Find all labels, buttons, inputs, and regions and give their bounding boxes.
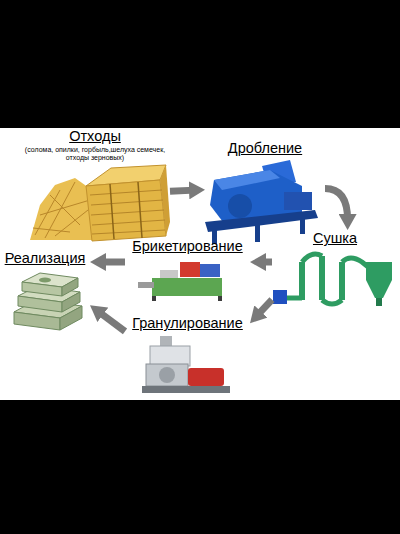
crusher-rotor — [228, 194, 252, 218]
dryer-fan — [273, 290, 287, 304]
press-base — [152, 278, 222, 296]
press-leg — [218, 296, 222, 301]
mill-base — [142, 386, 230, 393]
process-step: Сушка — [272, 230, 398, 310]
process-step: Реализация — [0, 250, 90, 335]
crusher-top — [214, 170, 280, 190]
step-note: (солома, опилки, горбыль,шелуха семечек,… — [20, 146, 170, 162]
step-label: Гранулирование — [125, 315, 250, 332]
bill-stack — [14, 312, 60, 330]
straw — [90, 190, 162, 195]
straw — [55, 210, 88, 236]
pellet-mill — [142, 336, 230, 393]
press-motor — [180, 262, 200, 277]
step-label: Дробление — [205, 140, 325, 157]
straw-lines — [33, 182, 90, 238]
press-motor — [200, 264, 220, 277]
process-step: Отходы(солома, опилки, горбыль,шелуха се… — [20, 128, 170, 243]
bale-front — [86, 180, 166, 241]
flow-arrow — [170, 190, 195, 191]
bill-stack — [62, 278, 78, 296]
briquetting-press — [138, 262, 222, 301]
flow-arrow — [257, 300, 272, 316]
flow-arrow — [100, 258, 125, 265]
bill-stack — [22, 282, 62, 296]
cyclone — [366, 262, 392, 298]
bale-texture — [90, 182, 165, 239]
crusher-leg — [255, 222, 260, 242]
straw — [91, 210, 164, 215]
hay-bale — [30, 165, 170, 241]
mill-die — [159, 367, 175, 383]
cyclone-outlet — [376, 298, 382, 306]
bill-stack — [18, 296, 62, 312]
step-label: Отходы — [20, 128, 170, 145]
crusher-leg — [300, 216, 305, 234]
step-label: Брикетирование — [125, 238, 250, 255]
dryer-pipe — [299, 262, 305, 300]
crusher — [205, 160, 318, 244]
crusher-motor — [284, 192, 312, 210]
flow-arrow — [325, 189, 348, 220]
mill-body — [146, 364, 188, 386]
mill-feeder — [150, 346, 190, 366]
flow-arrow — [260, 259, 272, 266]
money-stacks — [14, 273, 82, 330]
flow-arrow — [98, 311, 125, 331]
straw — [33, 228, 70, 232]
straw — [91, 200, 163, 205]
press-leg — [152, 296, 156, 301]
dryer — [282, 254, 372, 304]
twine — [110, 184, 114, 239]
process-step: Брикетирование — [125, 238, 250, 303]
straw — [92, 220, 165, 225]
step-label: Реализация — [0, 250, 90, 267]
bill-portrait — [39, 278, 51, 283]
press-barrel — [138, 282, 154, 288]
straw — [92, 230, 165, 234]
dryer-pipe — [339, 262, 345, 300]
dryer-parts — [273, 262, 392, 306]
step-label: Сушка — [272, 230, 398, 247]
process-step: Гранулирование — [125, 315, 250, 397]
straw — [50, 195, 80, 225]
press-box — [160, 270, 178, 278]
dryer-pipe — [319, 256, 325, 300]
mill-motor — [188, 368, 224, 386]
loose-straw — [30, 178, 95, 240]
process-step: Дробление — [205, 140, 325, 248]
twine — [138, 182, 142, 238]
straw — [40, 200, 90, 215]
dryer-bend — [302, 254, 342, 304]
